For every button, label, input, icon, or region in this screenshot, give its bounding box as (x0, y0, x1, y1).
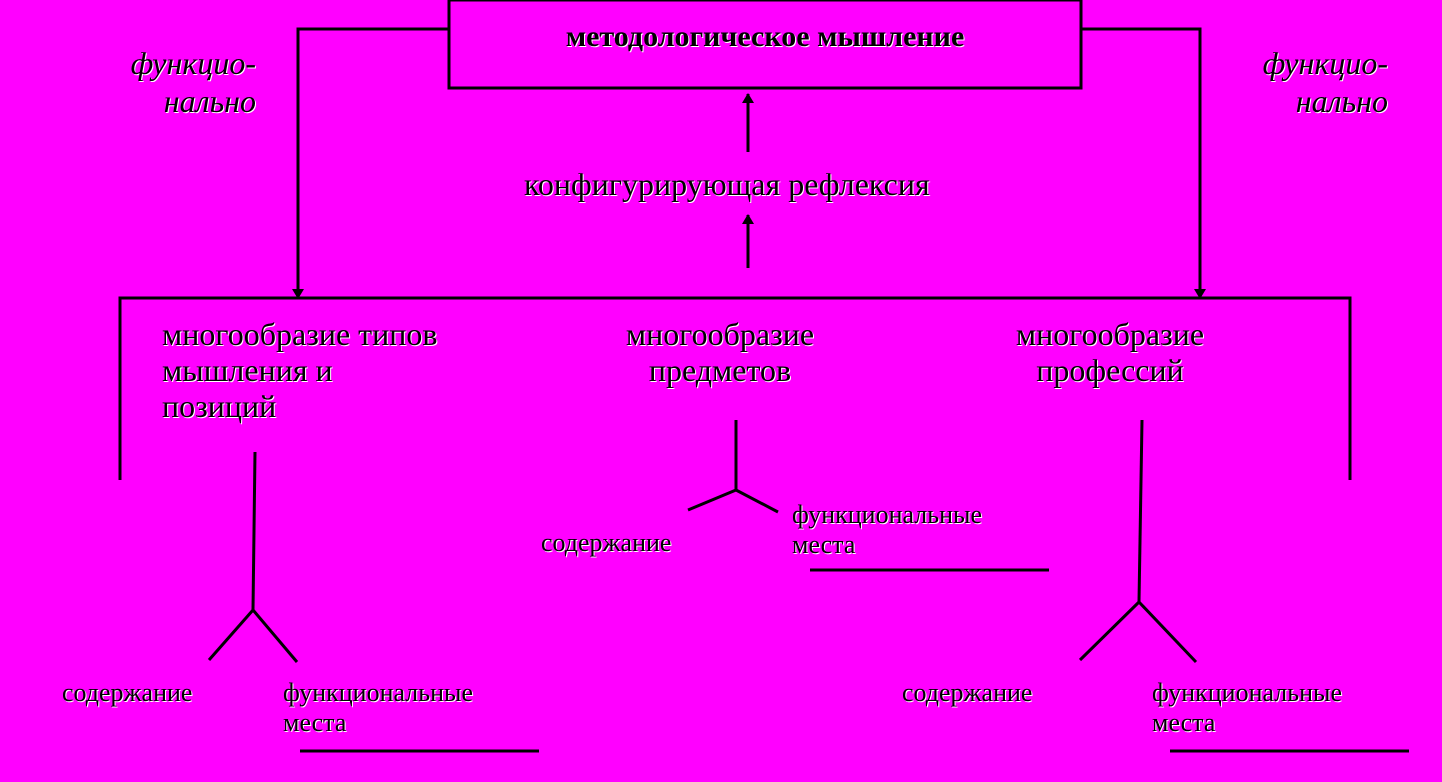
node-label-line: предметов (648, 352, 792, 388)
subjects-branch-right (735, 488, 779, 514)
functional-line: функциональные (792, 500, 983, 529)
functional-line: функциональные (283, 678, 474, 707)
left-connector-arrow (292, 27, 449, 299)
left-edge-label-line: функцио- (130, 45, 256, 81)
node-label-line: мышления и (162, 352, 333, 388)
top-box-title: методологическое мышление (565, 20, 965, 53)
types-branch-right (251, 609, 299, 663)
professions-branch-right (1137, 600, 1198, 664)
types-functional-label: функциональные места (283, 678, 473, 738)
professions-branch-left (1078, 600, 1141, 662)
node-label-line: профессий (1036, 352, 1184, 388)
node-subjects-label: многообразие предметов (609, 316, 831, 388)
node-professions-label: многообразие профессий (999, 316, 1221, 388)
subjects-functional-label: функциональные места (792, 500, 982, 560)
reflection-label: конфигурирующая рефлексия (524, 166, 930, 202)
professions-content-label: содержание (902, 678, 1033, 707)
types-content-label: содержание (62, 678, 193, 707)
left-edge-label: функцио- нально (131, 44, 256, 120)
functional-line: места (1152, 708, 1216, 737)
types-stem (251, 451, 257, 611)
right-edge-label-line: нально (1295, 83, 1388, 119)
right-edge-label-line: функцио- (1262, 45, 1388, 81)
subjects-content-label: содержание (541, 528, 672, 557)
right-connector-arrow (1081, 27, 1206, 299)
subjects-branch-left (687, 488, 737, 512)
node-label-line: многообразие типов (162, 316, 438, 352)
bottom-bracket (118, 296, 1352, 480)
functional-line: места (283, 708, 347, 737)
top-box (447, 0, 1083, 90)
functional-line: места (792, 530, 856, 559)
functional-line: функциональные (1152, 678, 1343, 707)
right-edge-label: функцио- нально (1263, 44, 1388, 120)
node-label-line: позиций (162, 388, 277, 424)
node-label-line: многообразие (1015, 316, 1205, 352)
types-branch-left (207, 609, 255, 661)
professions-stem (1137, 419, 1144, 603)
professions-functional-label: функциональные места (1152, 678, 1342, 738)
left-edge-label-line: нально (163, 83, 256, 119)
node-label-line: многообразие (625, 316, 815, 352)
node-types-label: многообразие типов мышления и позиций (162, 316, 438, 424)
